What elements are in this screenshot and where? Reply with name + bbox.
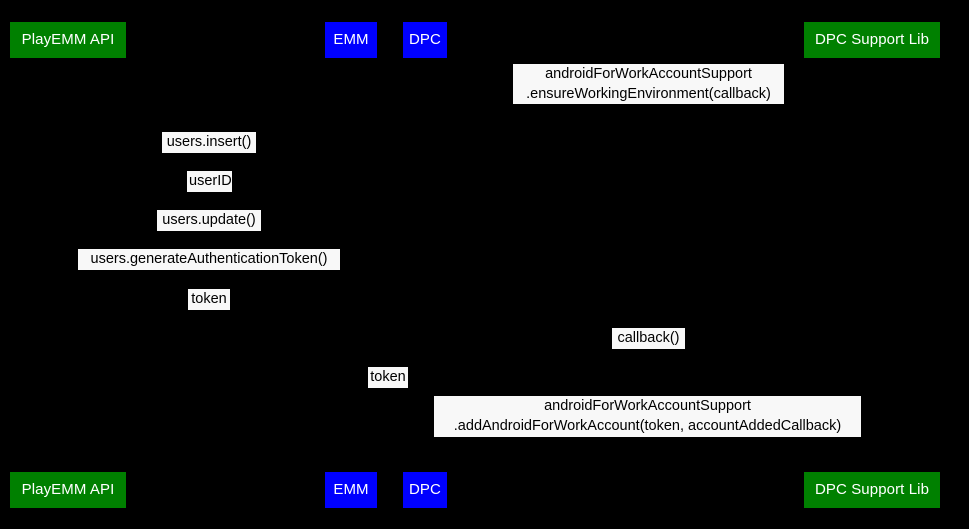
actor-top-dpc[interactable]: DPC	[403, 22, 447, 58]
actor-bottom-playemm-api[interactable]: PlayEMM API	[10, 472, 126, 508]
actor-label: EMM	[333, 30, 369, 48]
actor-label: PlayEMM API	[21, 480, 115, 498]
message-line-1: users.insert()	[166, 134, 252, 150]
actor-label: EMM	[333, 480, 369, 498]
message-line-2: .addAndroidForWorkAccount(token, account…	[453, 417, 842, 434]
message-line-1: androidForWorkAccountSupport	[545, 66, 752, 82]
message-line-1: androidForWorkAccountSupport	[544, 398, 751, 414]
message-line-1: token	[370, 369, 406, 385]
message-label-users-generate-authentication-token: users.generateAuthenticationToken()	[78, 249, 340, 270]
message-line-1: userID	[189, 173, 232, 189]
message-label-token-to-emm: token	[188, 289, 230, 310]
message-line-1: users.generateAuthenticationToken()	[90, 251, 328, 267]
message-label-user-id: userID	[187, 171, 232, 192]
message-line-1: users.update()	[162, 212, 256, 228]
message-line-1: callback()	[617, 330, 680, 346]
message-label-token-to-dpc: token	[368, 367, 408, 388]
actor-top-playemm-api[interactable]: PlayEMM API	[10, 22, 126, 58]
message-label-callback: callback()	[612, 328, 685, 349]
message-label-ensure-working-environment: androidForWorkAccountSupport .ensureWorki…	[513, 64, 784, 104]
actor-top-dpc-support-lib[interactable]: DPC Support Lib	[804, 22, 940, 58]
actor-top-emm[interactable]: EMM	[325, 22, 377, 58]
message-line-1: token	[191, 291, 227, 307]
actor-bottom-dpc[interactable]: DPC	[403, 472, 447, 508]
actor-bottom-emm[interactable]: EMM	[325, 472, 377, 508]
actor-label: DPC Support Lib	[814, 480, 930, 498]
message-line-2: .ensureWorkingEnvironment(callback)	[526, 85, 771, 102]
message-label-users-insert: users.insert()	[162, 132, 256, 153]
message-label-add-android-for-work-account: androidForWorkAccountSupport .addAndroidF…	[434, 396, 861, 437]
actor-label: PlayEMM API	[21, 30, 115, 48]
actor-label: DPC	[409, 480, 441, 498]
actor-bottom-dpc-support-lib[interactable]: DPC Support Lib	[804, 472, 940, 508]
actor-label: DPC	[409, 30, 441, 48]
actor-label: DPC Support Lib	[814, 30, 930, 48]
message-label-users-update: users.update()	[157, 210, 261, 231]
